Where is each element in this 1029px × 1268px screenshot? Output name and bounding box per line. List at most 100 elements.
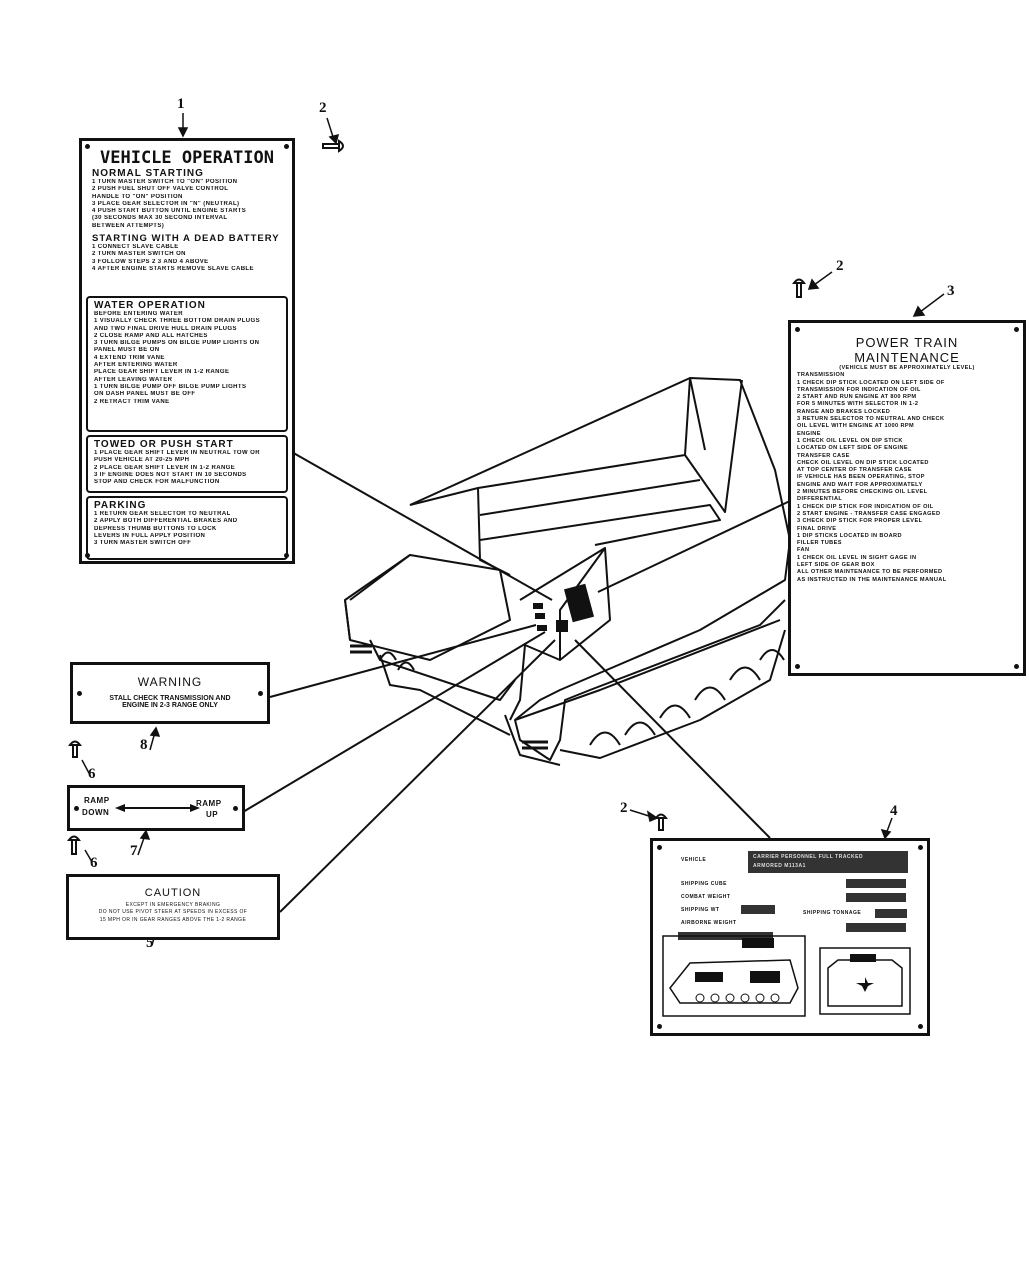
plate-text-line: 1 CHECK DIP STICK LOCATED ON LEFT SIDE O… <box>797 379 945 386</box>
plate-text-line: TRANSMISSION FOR INDICATION OF OIL <box>797 386 921 393</box>
plate-text-line: STOP AND CHECK FOR MALFUNCTION <box>94 479 220 486</box>
warning-line-2: ENGINE IN 2-3 RANGE ONLY <box>122 702 218 709</box>
plate-text-line: AT TOP CENTER OF TRANSFER CASE <box>797 467 912 474</box>
dead-battery-heading: STARTING WITH A DEAD BATTERY <box>92 233 280 245</box>
plate-text-line: 2 CLOSE RAMP AND ALL HATCHES <box>94 332 208 339</box>
ramp-double-arrow-icon <box>115 804 200 812</box>
warning-plate: WARNING STALL CHECK TRANSMISSION AND ENG… <box>70 662 270 724</box>
plate-text-line: 2 APPLY BOTH DIFFERENTIAL BRAKES AND <box>94 518 238 525</box>
caution-line-1: EXCEPT IN EMERGENCY BRAKING <box>125 902 221 908</box>
data-plate: VEHICLE CARRIER PERSONNEL FULL TRACKED A… <box>650 838 930 1036</box>
shipping-wt-label: SHIPPING WT <box>681 907 720 913</box>
plate-text-line: 3 RETURN SELECTOR TO NEUTRAL AND CHECK <box>797 416 945 423</box>
plate-text-line: 2 TURN MASTER SWITCH ON <box>92 251 186 258</box>
plate-text-line: FAN <box>797 547 810 554</box>
plate-text-line: 1 CONNECT SLAVE CABLE <box>92 244 179 251</box>
plate-text-line: 1 RETURN GEAR SELECTOR TO NEUTRAL <box>94 511 231 517</box>
callout-1: 1 <box>177 96 185 112</box>
plate-text-line: OIL LEVEL WITH ENGINE AT 1000 RPM <box>797 423 915 430</box>
plate-text-line: TRANSMISSION <box>797 372 845 379</box>
callout-5: 5 <box>146 935 154 951</box>
plate-text-line: DIFFERENTIAL <box>797 496 843 503</box>
caution-line-2: DO NOT USE PIVOT STEER AT SPEEDS IN EXCE… <box>98 909 248 916</box>
normal-starting-heading: NORMAL STARTING <box>92 168 204 179</box>
plate-text-line: 2 PUSH FUEL SHUT OFF VALVE CONTROL <box>92 186 229 193</box>
warning-line-1: STALL CHECK TRANSMISSION AND <box>109 695 231 702</box>
shipping-cube-label: SHIPPING CUBE <box>681 881 727 887</box>
plate-text-line: LEFT SIDE OF GEAR BOX <box>797 562 875 569</box>
plate-text-line: PANEL MUST BE ON <box>94 347 160 354</box>
plate-text-line: PUSH VEHICLE AT 20-25 MPH <box>94 457 190 464</box>
plate-text-line: 2 START AND RUN ENGINE AT 800 RPM <box>797 394 917 401</box>
vehicle-value-1: CARRIER PERSONNEL FULL TRACKED <box>753 854 864 860</box>
callout-2-c: 2 <box>620 800 628 816</box>
plate-text-line: 2 PLACE GEAR SHIFT LEVER IN 1-2 RANGE <box>94 464 236 471</box>
plate-text-line: HANDLE TO "ON" POSITION <box>92 193 183 200</box>
plate-text-line: IF VEHICLE HAS BEEN OPERATING, STOP <box>797 474 925 481</box>
plate-text-line: BEFORE ENTERING WATER <box>94 311 183 317</box>
plate-text-line: 4 PUSH START BUTTON UNTIL ENGINE STARTS <box>92 208 247 215</box>
vehicle-value-2: ARMORED M113A1 <box>753 863 806 869</box>
plate-text-line: 3 CHECK DIP STICK FOR PROPER LEVEL <box>797 518 923 525</box>
ramp-up-label-2: UP <box>206 810 219 819</box>
plate-text-line: AFTER LEAVING WATER <box>94 376 173 383</box>
callout-4: 4 <box>890 803 898 819</box>
power-train-subtitle: (VEHICLE MUST BE APPROXIMATELY LEVEL) <box>839 365 975 371</box>
callout-7: 7 <box>130 843 138 859</box>
vehicle-operation-title: VEHICLE OPERATION <box>100 148 274 168</box>
plate-text-line: AND TWO FINAL DRIVE HULL DRAIN PLUGS <box>94 325 237 332</box>
plate-text-line: 1 DIP STICKS LOCATED IN BOARD <box>797 532 902 539</box>
plate-text-line: DEPRESS THUMB BUTTONS TO LOCK <box>94 525 217 532</box>
plate-text-line: 2 START ENGINE - TRANSFER CASE ENGAGED <box>797 510 941 517</box>
plate-text-line: BETWEEN ATTEMPTS) <box>92 222 165 229</box>
plate-text-line: 3 PLACE GEAR SELECTOR IN "N" (NEUTRAL) <box>92 200 240 207</box>
plate-text-line: 1 VISUALLY CHECK THREE BOTTOM DRAIN PLUG… <box>94 318 260 325</box>
plate-text-line: LOCATED ON LEFT SIDE OF ENGINE <box>797 445 909 452</box>
ramp-down-label-1: RAMP <box>84 796 110 805</box>
vehicle-silhouette-icon <box>662 935 911 1017</box>
plate-text-line: 1 TURN MASTER SWITCH TO "ON" POSITION <box>92 179 238 185</box>
water-operation-heading: WATER OPERATION <box>94 300 206 311</box>
plate-text-line: 4 EXTEND TRIM VANE <box>94 354 165 361</box>
plate-text-line: 2 RETRACT TRIM VANE <box>94 398 170 405</box>
vehicle-operation-plate: VEHICLE OPERATION NORMAL STARTING 1 TURN… <box>79 138 295 564</box>
plate-text-line: 4 AFTER ENGINE STARTS REMOVE SLAVE CABLE <box>92 265 254 272</box>
ramp-down-label-2: DOWN <box>82 808 110 817</box>
caution-title: CAUTION <box>144 887 202 899</box>
warning-title: WARNING <box>137 675 203 689</box>
plate-text-line: ALL OTHER MAINTENANCE TO BE PERFORMED <box>797 569 943 576</box>
power-train-title-2: MAINTENANCE <box>854 350 960 365</box>
vehicle-label: VEHICLE <box>681 857 707 863</box>
towed-start-heading: TOWED OR PUSH START <box>94 439 234 450</box>
hull-outline <box>409 377 791 761</box>
callout-6-b: 6 <box>90 855 98 871</box>
plate-text-line: TRANSFER CASE <box>797 452 850 459</box>
callout-8: 8 <box>140 737 148 753</box>
ramp-up-label-1: RAMP <box>196 799 222 808</box>
caution-line-3: 15 MPH OR IN GEAR RANGES ABOVE THE 1-2 R… <box>99 916 247 923</box>
parking-heading: PARKING <box>94 500 147 511</box>
plate-text-line: 3 TURN MASTER SWITCH OFF <box>94 540 192 547</box>
plate-text-line: 3 TURN BILGE PUMPS ON BILGE PUMP LIGHTS … <box>94 340 260 347</box>
callout-6-a: 6 <box>88 766 96 782</box>
plate-text-line: 1 PLACE GEAR SHIFT LEVER IN NEUTRAL TOW … <box>94 450 260 456</box>
plate-text-line: FOR 5 MINUTES WITH SELECTOR IN 1-2 <box>797 401 919 408</box>
plate-text-line: ON DASH PANEL MUST BE OFF <box>94 391 196 398</box>
plate-text-line: ENGINE AND WAIT FOR APPROXIMATELY <box>797 481 923 488</box>
plate-text-line: ENGINE <box>797 430 821 437</box>
plate-text-line: 2 MINUTES BEFORE CHECKING OIL LEVEL <box>797 489 928 496</box>
callout-2-b: 2 <box>836 258 844 274</box>
plate-text-line: FILLER TUBES <box>797 540 842 547</box>
plate-text-line: AS INSTRUCTED IN THE MAINTENANCE MANUAL <box>797 576 947 583</box>
combat-weight-label: COMBAT WEIGHT <box>681 894 731 900</box>
plate-text-line: 1 TURN BILGE PUMP OFF BILGE PUMP LIGHTS <box>94 383 247 390</box>
plate-text-line: AFTER ENTERING WATER <box>94 362 178 369</box>
plate-text-line: 3 IF ENGINE DOES NOT START IN 10 SECONDS <box>94 471 247 478</box>
plate-text-line: (30 SECONDS MAX 30 SECOND INTERVAL <box>92 215 228 222</box>
